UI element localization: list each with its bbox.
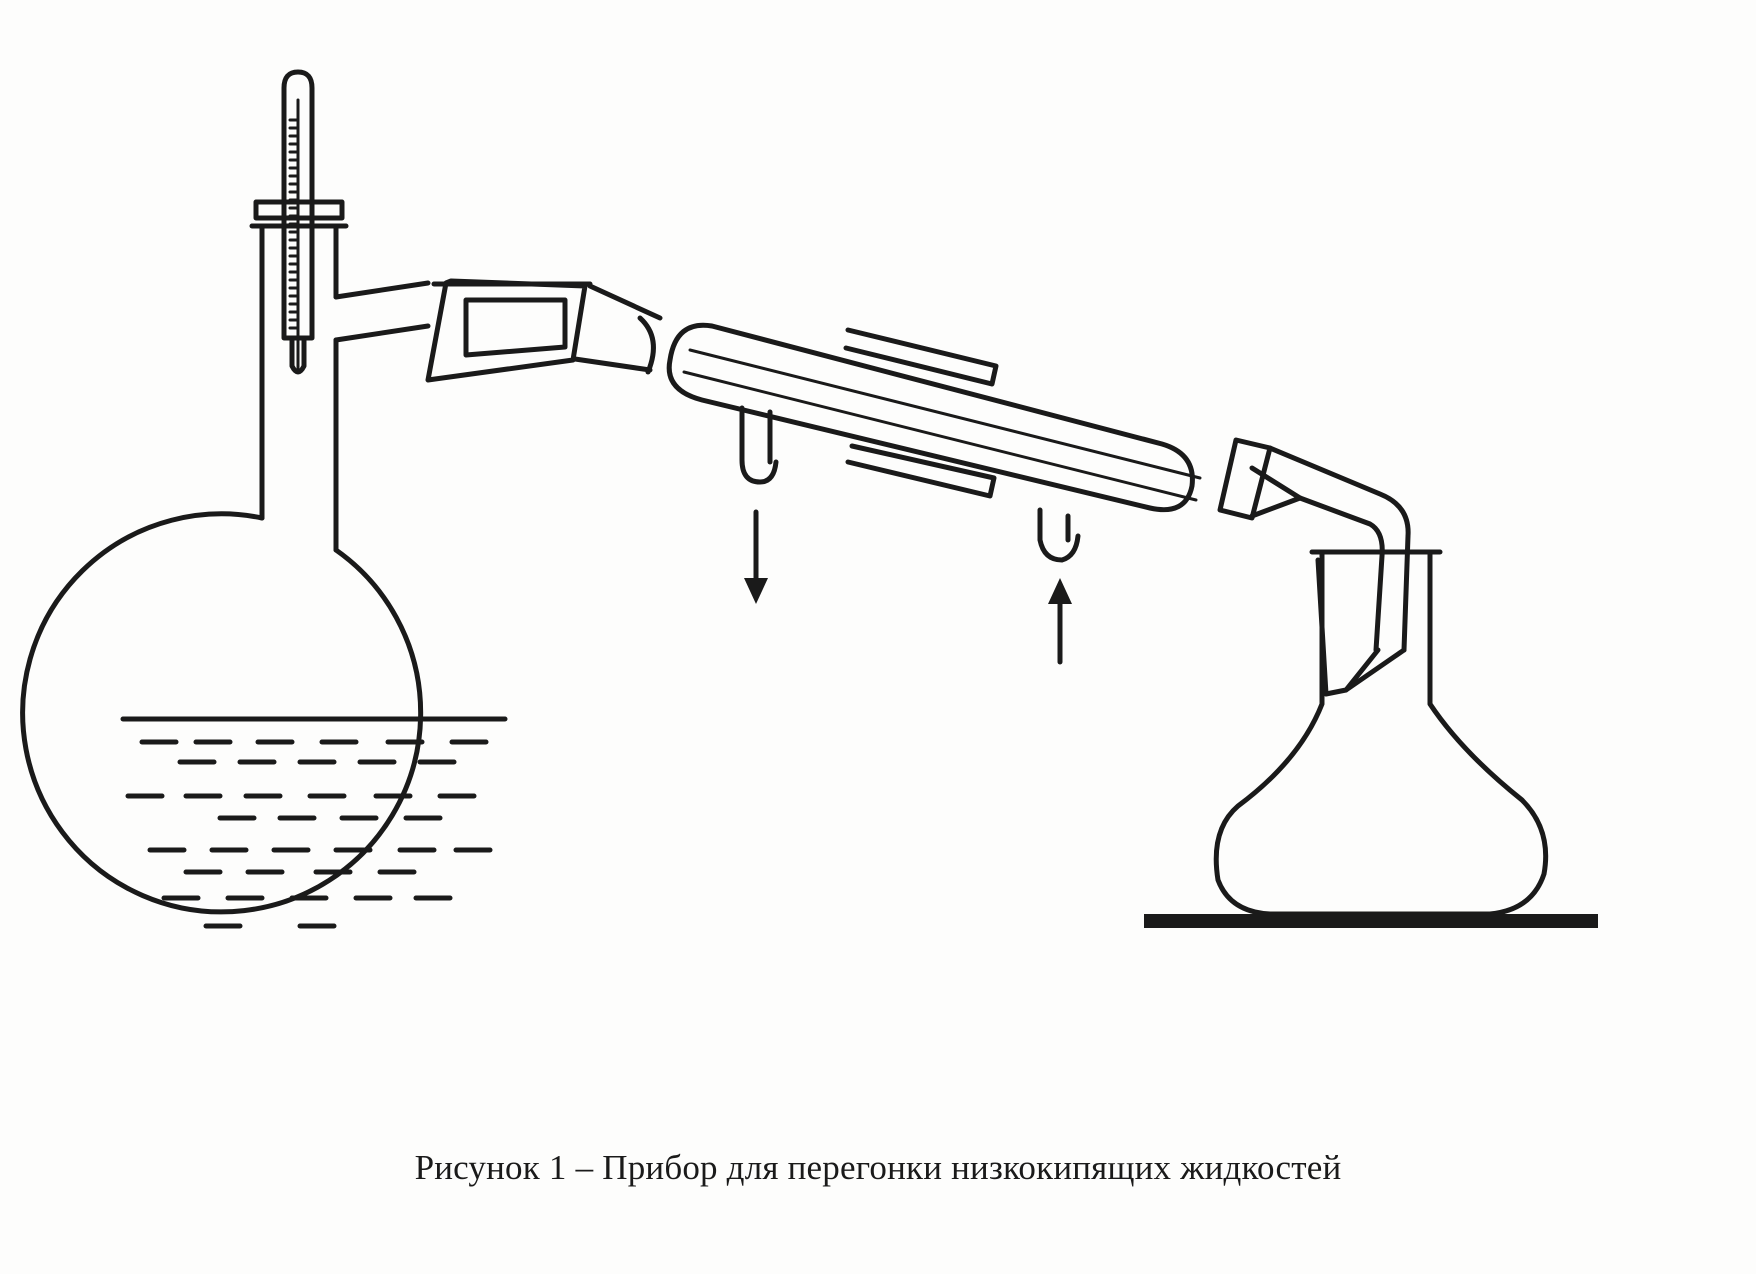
water-outlet-arrow	[744, 509, 768, 604]
liebig-condenser	[666, 322, 1202, 563]
bench-surface	[1144, 914, 1598, 928]
thermometer	[253, 69, 345, 375]
flask-liquid	[120, 716, 508, 929]
side-arm-adapter	[425, 278, 663, 383]
side-arm	[333, 280, 431, 343]
allonge-adapter	[1217, 437, 1411, 697]
figure-caption: Рисунок 1 – Прибор для перегонки низкоки…	[414, 1148, 1342, 1187]
distillation-flask	[20, 223, 424, 915]
water-inlet-arrow	[1048, 578, 1072, 665]
